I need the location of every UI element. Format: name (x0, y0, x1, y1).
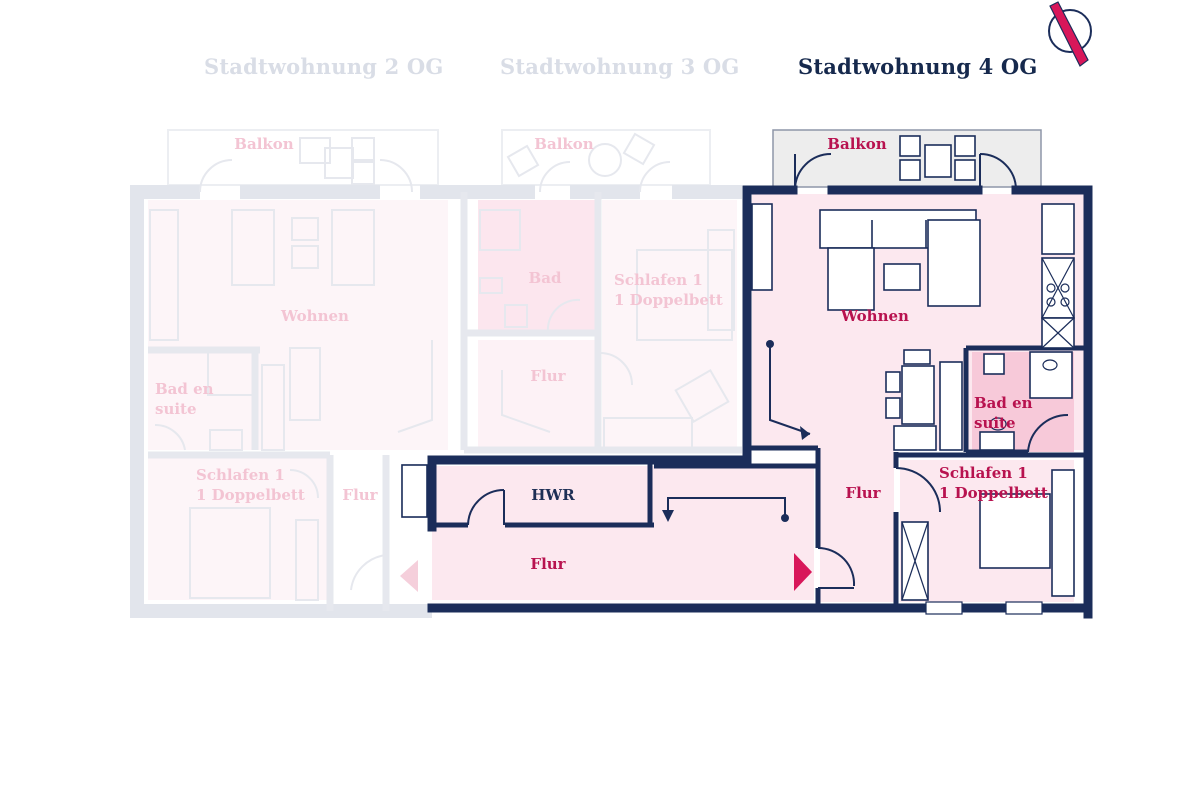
room-label-wohnen-2og: Wohnen (280, 307, 349, 325)
room-label-flur-2og: Flur (342, 486, 378, 504)
room-label-flur-shared: Flur (530, 555, 566, 573)
room-label-flur-3og: Flur (530, 367, 566, 385)
room-label-bad-line2: suite (974, 414, 1016, 432)
room-label-hwr: HWR (531, 486, 575, 504)
room-label-wohnen: Wohnen (840, 307, 909, 325)
room-label-balkon: Balkon (827, 135, 886, 153)
room-label-bad-2og-line1: Bad en (155, 380, 214, 398)
tab-stadtwohnung-4og[interactable]: Stadtwohnung 4 OG (798, 54, 1038, 79)
room-label-schlafen-line1: Schlafen 1 (939, 464, 1028, 482)
room-label-balkon-3og: Balkon (534, 135, 593, 153)
tab-stadtwohnung-2og[interactable]: Stadtwohnung 2 OG (204, 54, 444, 79)
room-label-schlafen-line2: 1 Doppelbett (939, 484, 1048, 502)
room-label-bad-line1: Bad en (974, 394, 1033, 412)
tab-stadtwohnung-3og[interactable]: Stadtwohnung 3 OG (500, 54, 740, 79)
room-label-schlafen-2og-line2: 1 Doppelbett (196, 486, 305, 504)
north-arrow-icon (1048, 1, 1092, 67)
room-label-schlafen-2og-line1: Schlafen 1 (196, 466, 285, 484)
room-label-balkon-2og: Balkon (234, 135, 293, 153)
room-label-schlafen-3og-line1: Schlafen 1 (614, 271, 703, 289)
floor-plan-4og: Balkon Wohnen Bad en suite Schlafen 1 1 … (401, 129, 1093, 619)
floor-plan-2og-3og-dimmed: Balkon Wohnen Bad en suite Schlafen 1 1 … (130, 129, 742, 618)
room-label-bad-3og: Bad (529, 269, 562, 287)
entrance-arrow-icon (794, 553, 812, 591)
room-label-schlafen-3og-line2: 1 Doppelbett (614, 291, 723, 309)
room-label-flur-4og: Flur (845, 484, 881, 502)
room-label-bad-2og-line2: suite (155, 400, 197, 418)
